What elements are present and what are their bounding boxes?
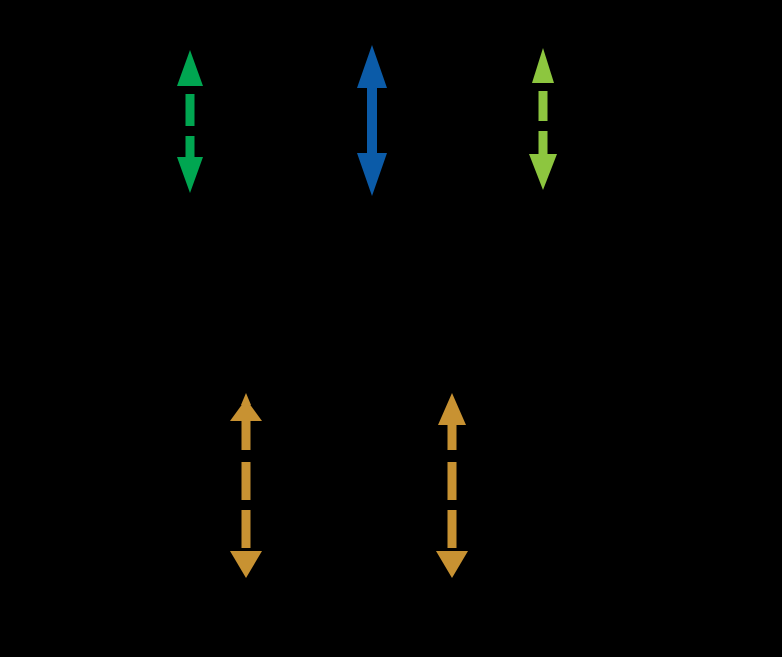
orange-left-stem-segment-1	[241, 419, 251, 450]
orange-right-arrowhead-bottom	[436, 551, 468, 578]
orange-left-arrowhead-top	[230, 399, 262, 421]
light-green-dash-2	[538, 131, 548, 155]
light-green-dashed-double-arrow[interactable]	[529, 48, 557, 190]
orange-right-dash-3	[447, 510, 457, 548]
light-green-arrowhead-bottom	[529, 154, 557, 190]
orange-left-arrowhead-bottom	[230, 551, 262, 578]
light-green-dash-1	[538, 91, 548, 121]
orange-right-stem-segment-1	[447, 419, 457, 450]
blue-solid-double-arrow[interactable]	[357, 45, 387, 196]
dark-green-arrowhead-bottom	[177, 157, 203, 193]
blue-arrowhead-bottom	[357, 153, 387, 196]
dark-green-arrowhead-top	[177, 50, 203, 86]
orange-left-dash-3	[241, 510, 251, 548]
orange-right-dash-2	[447, 462, 457, 500]
dark-green-dash-1	[185, 94, 195, 126]
blue-arrowhead-top	[357, 45, 387, 88]
dark-green-dash-2	[185, 136, 195, 158]
orange-left-dash-2	[241, 462, 251, 500]
blue-solid-stem	[367, 80, 377, 160]
orange-dashed-double-arrow-left[interactable]	[230, 393, 262, 578]
dark-green-dashed-double-arrow[interactable]	[177, 50, 203, 193]
orange-dashed-double-arrow-right[interactable]	[436, 393, 468, 578]
light-green-arrowhead-top	[532, 48, 554, 83]
orange-right-arrowhead-top	[438, 393, 466, 425]
